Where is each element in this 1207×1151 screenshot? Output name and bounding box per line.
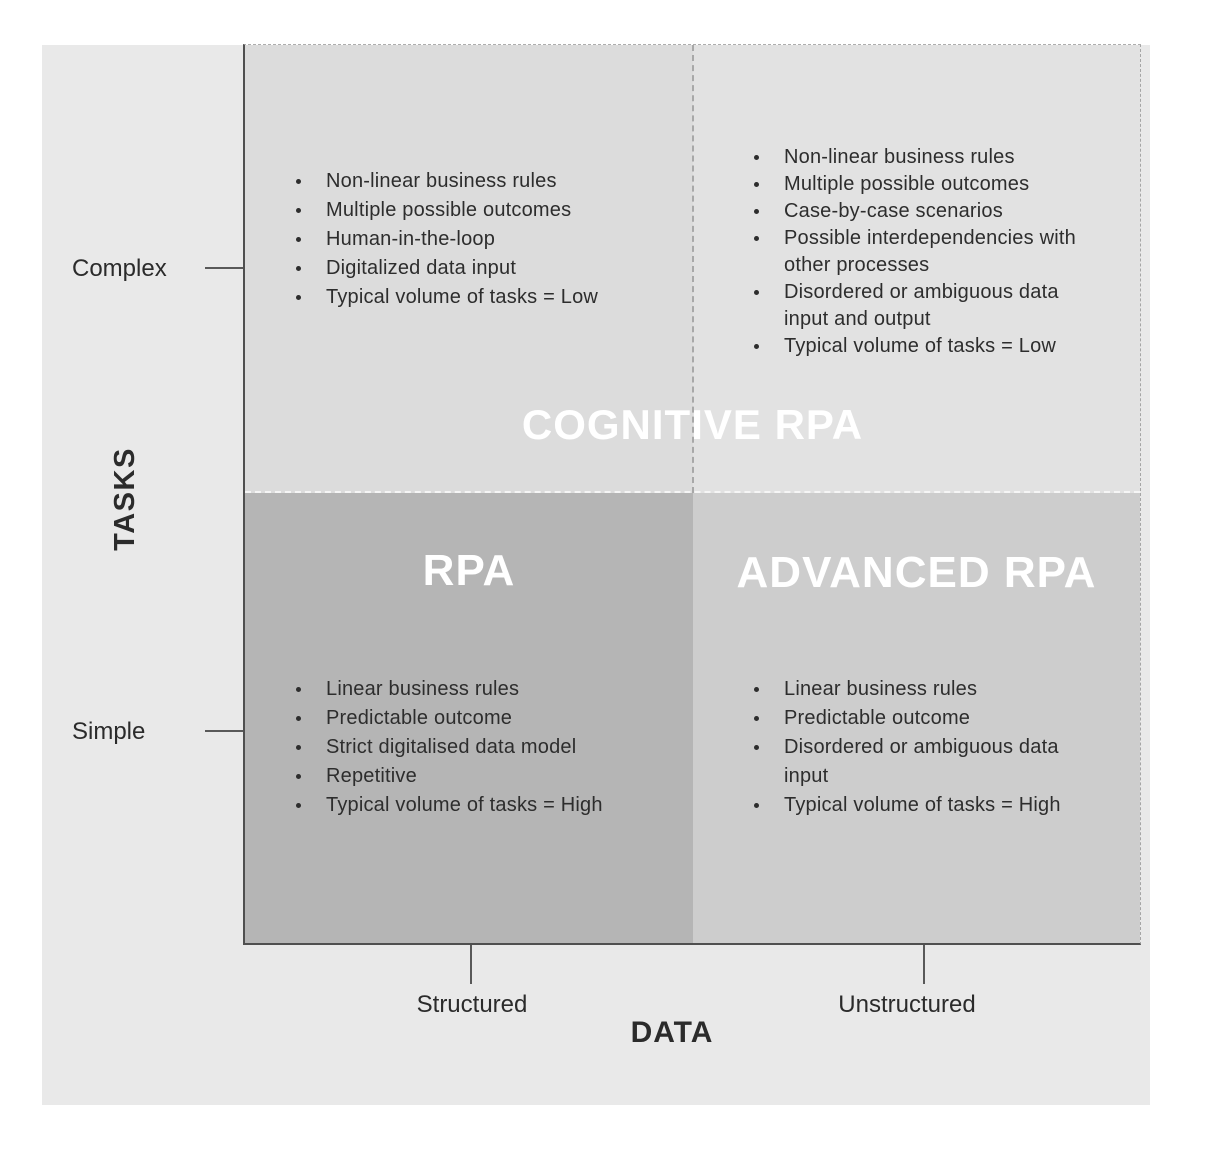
bullet-item: Typical volume of tasks = High: [295, 791, 680, 820]
x-axis-tick-structured: [470, 945, 472, 984]
bullet-item: Multiple possible outcomes: [295, 196, 660, 225]
top-quadrants-dashed-divider: [692, 45, 694, 493]
cognitive-rpa-title: COGNITIVE RPA: [521, 401, 864, 448]
y-axis-tick-label-simple: Simple: [72, 718, 146, 745]
bullet-item: Disordered or ambiguous data input: [753, 733, 1138, 791]
quadrant-cognitive-unstructured: [693, 45, 1140, 493]
bullet-item: Digitalized data input: [295, 254, 660, 283]
rpa-title: RPA: [422, 546, 516, 595]
bullet-item: Repetitive: [295, 762, 680, 791]
quadrant-rpa: [245, 493, 693, 943]
bullet-item: Non-linear business rules: [753, 144, 1133, 171]
bullet-item: Strict digitalised data model: [295, 733, 680, 762]
x-axis-tick-unstructured: [923, 945, 925, 984]
quadrant-cognitive-structured: [245, 45, 693, 493]
bullet-item: Disordered or ambiguous data input and o…: [753, 279, 1133, 333]
quadrant-advanced-rpa: [693, 493, 1140, 943]
bullet-item: Typical volume of tasks = High: [753, 791, 1138, 820]
bullet-item: Case-by-case scenarios: [753, 198, 1133, 225]
y-axis-tick-complex: [205, 267, 243, 269]
bullet-item: Typical volume of tasks = Low: [295, 283, 660, 312]
horizontal-dashed-divider: [245, 491, 1140, 493]
y-axis-tick-label-complex: Complex: [72, 255, 167, 282]
bullet-item: Linear business rules: [295, 675, 680, 704]
x-axis-tick-label-unstructured: Unstructured: [838, 991, 976, 1018]
advanced-rpa-title: ADVANCED RPA: [736, 548, 1097, 597]
bullet-item: Human-in-the-loop: [295, 225, 660, 254]
y-axis-title: TASKS: [108, 447, 141, 551]
y-axis-tick-simple: [205, 730, 243, 732]
bullet-item: Multiple possible outcomes: [753, 171, 1133, 198]
bullet-item: Typical volume of tasks = Low: [753, 333, 1133, 360]
bullet-item: Predictable outcome: [753, 704, 1138, 733]
x-axis-tick-label-structured: Structured: [416, 991, 528, 1018]
bullet-item: Possible interdependencies with other pr…: [753, 225, 1133, 279]
bullet-item: Linear business rules: [753, 675, 1138, 704]
x-axis-title: DATA: [630, 1016, 714, 1049]
bullet-item: Non-linear business rules: [295, 167, 660, 196]
bullet-item: Predictable outcome: [295, 704, 680, 733]
